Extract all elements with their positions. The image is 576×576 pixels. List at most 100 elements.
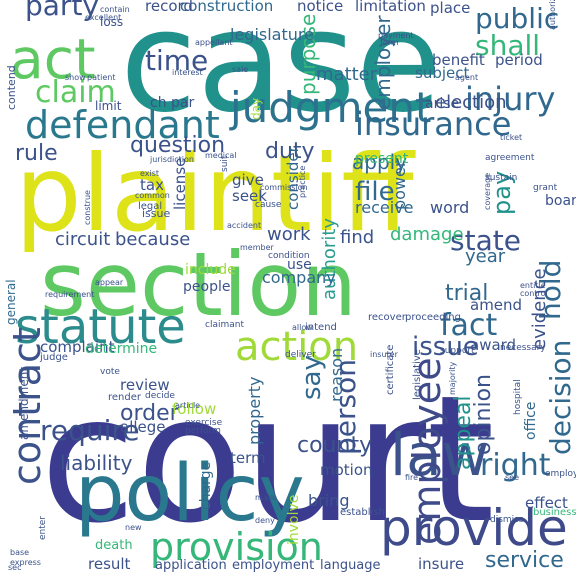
cloud-word-opinion: opinion <box>471 374 496 455</box>
cloud-word-employer: employer <box>371 15 395 110</box>
cloud-word-fire: fire <box>405 473 418 482</box>
cloud-word-contract: contract <box>5 327 49 485</box>
cloud-word-determine: determine <box>85 341 157 357</box>
cloud-word-evidence: evidence <box>529 268 550 350</box>
cloud-word-employ: employ <box>545 469 576 479</box>
cloud-word-judge: judge <box>39 352 68 363</box>
cloud-word-day: day <box>249 98 263 120</box>
cloud-word-action: action <box>235 324 358 370</box>
cloud-word-excellent: excellent <box>85 13 121 22</box>
cloud-word-agent: agent <box>455 73 478 82</box>
cloud-word-review: review <box>120 376 170 394</box>
cloud-word-article: article <box>175 401 200 410</box>
cloud-word-establish: establish <box>340 507 385 518</box>
cloud-word-order: order <box>120 401 180 426</box>
cloud-word-hospital: hospital <box>513 379 523 415</box>
cloud-word-legislature: legislature <box>230 25 314 44</box>
cloud-word-act: act <box>10 27 96 91</box>
cloud-word-sec: sec <box>8 563 22 572</box>
cloud-word-appellant: appellant <box>195 38 233 47</box>
cloud-word-commission: commission <box>260 183 308 192</box>
cloud-word-issue: issue <box>412 332 479 362</box>
cloud-word-damage: damage <box>390 224 464 245</box>
cloud-word-matter: matter <box>316 64 378 85</box>
cloud-word-deliver: deliver <box>285 350 316 360</box>
cloud-word-claimant: claimant <box>205 320 244 330</box>
cloud-word-dismiss: dismiss <box>490 515 524 525</box>
cloud-word-authority: authority <box>319 218 340 300</box>
cloud-word-receive: receive <box>355 198 413 217</box>
cloud-word-charge: charge <box>198 462 214 510</box>
cloud-word-form: form <box>380 38 399 47</box>
cloud-word-case: case <box>120 0 442 144</box>
cloud-word-decide: decide <box>145 391 175 401</box>
cloud-word-include: include <box>185 262 236 278</box>
cloud-word-suit: suit <box>220 155 230 172</box>
cloud-word-common: common <box>135 191 170 200</box>
cloud-word-state: state <box>450 224 521 257</box>
cloud-word-subject: subject <box>415 64 469 82</box>
cloud-word-public: public <box>475 2 559 35</box>
cloud-word-liability: liability <box>60 451 133 475</box>
cloud-word-appeal: appeal <box>451 395 476 470</box>
cloud-word-plaintiff: plaintiff <box>15 133 416 255</box>
cloud-word-say: say <box>297 355 327 400</box>
cloud-word-render: render <box>108 392 142 403</box>
cloud-word-requirement: requirement <box>45 290 94 299</box>
cloud-word-member: member <box>240 243 275 252</box>
cloud-word-grant: grant <box>533 183 558 193</box>
cloud-word-consider: consider <box>284 145 302 210</box>
cloud-word-loss: loss <box>100 15 123 29</box>
cloud-word-control: control <box>520 289 548 298</box>
cloud-word-payment: payment <box>378 31 414 40</box>
cloud-word-authorize: authorize <box>548 0 557 30</box>
cloud-word-arise: arise <box>425 96 459 112</box>
cloud-word-allege: allege <box>120 418 166 436</box>
cloud-word-insure: insure <box>418 555 464 573</box>
cloud-word-word: word <box>430 198 469 217</box>
cloud-word-jurisdiction: jurisdiction <box>149 155 194 164</box>
cloud-word-effect: effect <box>525 494 568 512</box>
cloud-word-see: see <box>505 473 519 482</box>
cloud-word-office: office <box>523 402 539 440</box>
cloud-word-necessary: necessary <box>500 343 546 353</box>
cloud-word-show: show <box>65 73 86 82</box>
cloud-word-board: board <box>545 193 576 209</box>
cloud-word-recover: recover <box>368 312 407 323</box>
cloud-word-complaint: complaint <box>40 338 115 356</box>
cloud-word-service: service <box>485 548 564 573</box>
cloud-word-election: election <box>435 92 507 113</box>
cloud-word-use: use <box>287 257 312 273</box>
cloud-word-majority: majority <box>448 362 457 395</box>
cloud-word-make: make <box>255 493 277 502</box>
cloud-word-issue: issue <box>142 207 170 220</box>
cloud-word-party: party <box>25 0 99 22</box>
cloud-word-notice: notice <box>297 0 343 15</box>
cloud-word-accident: accident <box>227 221 261 230</box>
cloud-word-certificate: certificate <box>385 345 396 395</box>
cloud-word-limit: limit <box>95 99 122 113</box>
cloud-word-amend: amend <box>470 296 522 314</box>
cloud-word-employee: employee <box>405 357 449 545</box>
cloud-word-construction: construction <box>180 0 273 15</box>
cloud-word-fact: fact <box>440 308 497 343</box>
cloud-word-enter: enter <box>38 516 48 540</box>
cloud-word-statute: statute <box>15 299 186 355</box>
cloud-word-court: court <box>40 359 495 562</box>
cloud-word-new: new <box>125 523 142 532</box>
cloud-word-pay: pay <box>488 171 516 215</box>
cloud-word-right: right <box>480 448 551 483</box>
cloud-word-present: present <box>355 151 409 167</box>
cloud-word-involve: involve <box>286 495 302 545</box>
cloud-word-award: award <box>470 336 516 354</box>
cloud-word-sustain: sustain <box>485 173 517 183</box>
cloud-word-contain: contain <box>100 5 130 14</box>
cloud-word-base: base <box>10 548 29 557</box>
cloud-word-interest: interest <box>172 68 203 77</box>
cloud-word-appear: appear <box>95 278 124 287</box>
cloud-word-medical: medical <box>205 151 237 160</box>
cloud-word-judgment: judgment <box>229 83 431 132</box>
cloud-word-proceeding: proceeding <box>405 312 461 323</box>
cloud-word-sale: sale <box>232 65 248 74</box>
cloud-word-seek: seek <box>232 187 267 205</box>
